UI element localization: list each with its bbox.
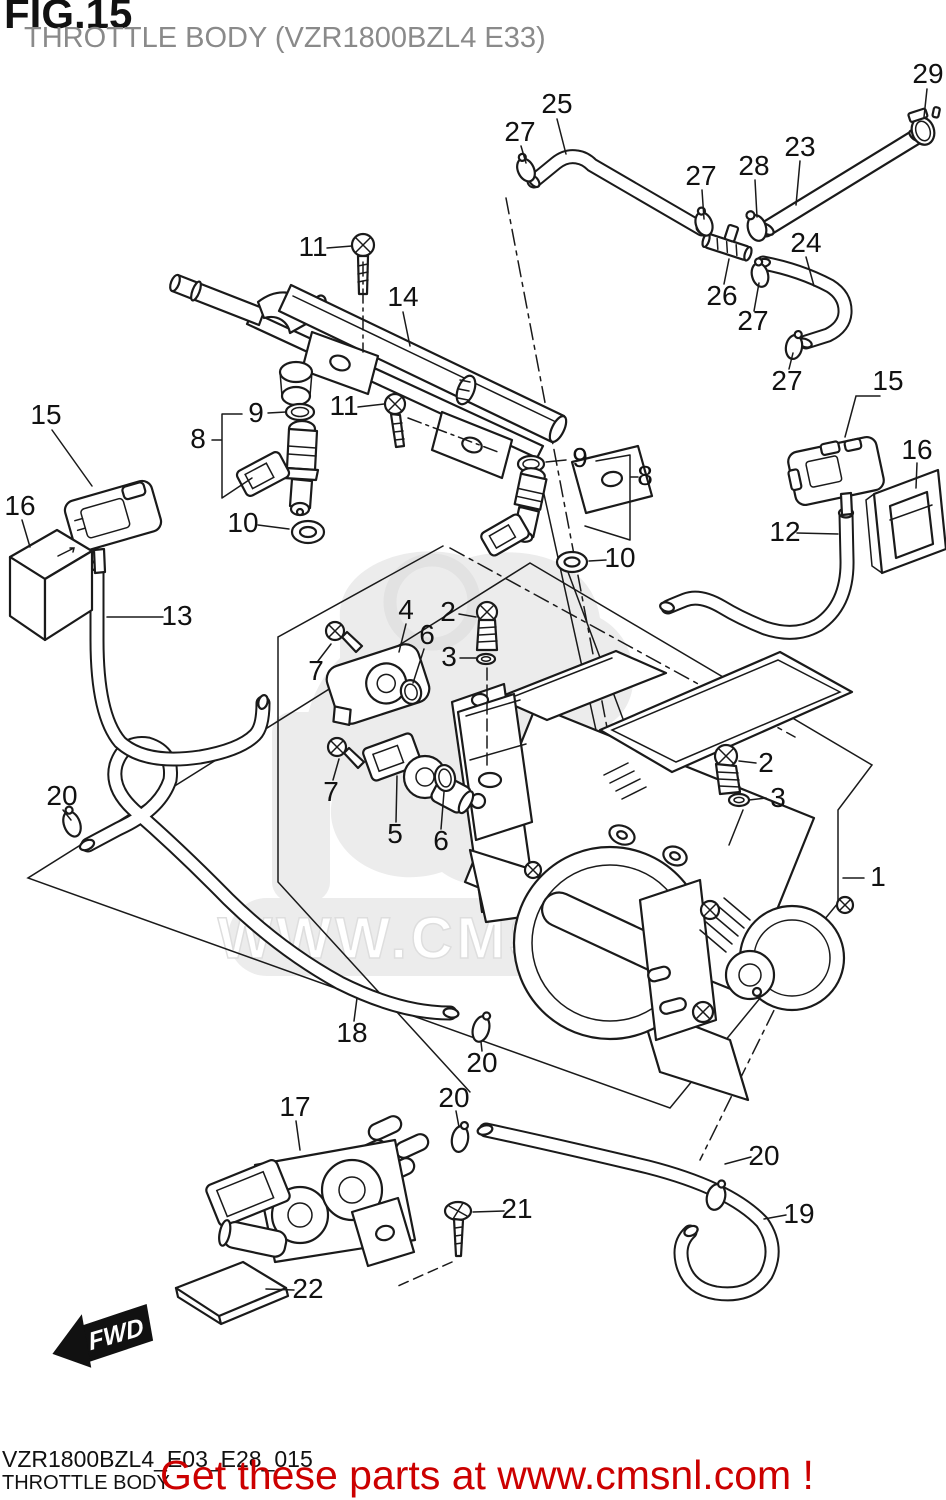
callout-21: 21 xyxy=(501,1192,533,1224)
screw-11b-drawing xyxy=(383,392,499,453)
callout-16-a: 16 xyxy=(4,489,36,521)
callout-18: 18 xyxy=(336,1016,368,1048)
sensor-left-drawing xyxy=(63,479,163,575)
fuel-rail-drawing xyxy=(169,273,654,515)
callout-27-b: 27 xyxy=(685,159,717,191)
callout-15-a: 15 xyxy=(30,398,62,430)
leader-lines xyxy=(21,88,928,1291)
injector-right-drawing xyxy=(480,454,589,574)
clamp-20c-drawing xyxy=(450,1120,470,1153)
box-left-drawing xyxy=(8,528,94,642)
callout-22: 22 xyxy=(292,1272,324,1304)
callout-3-b: 3 xyxy=(770,781,786,813)
hose-25-drawing xyxy=(526,149,711,237)
callout-16-b: 16 xyxy=(901,433,933,465)
hose-19-drawing xyxy=(476,1122,780,1302)
callout-6-b: 6 xyxy=(433,824,449,856)
clamp-20b-drawing xyxy=(471,1011,492,1043)
throttle-body-drawing xyxy=(325,643,855,1102)
callout-20-c: 20 xyxy=(438,1081,470,1113)
figure-number: FIG.15 xyxy=(4,0,133,37)
clamp-28-drawing xyxy=(745,210,768,242)
callout-1: 1 xyxy=(870,860,886,892)
callout-7-b: 7 xyxy=(323,775,339,807)
callout-25: 25 xyxy=(541,87,573,119)
footer-promo-text: Get these parts at www.cmsnl.com ! xyxy=(160,1452,814,1498)
callout-2-a: 2 xyxy=(440,595,456,627)
footer-model-name: THROTTLE BODY xyxy=(2,1472,170,1494)
callout-8-b: 8 xyxy=(637,459,653,491)
clamp-20a-drawing xyxy=(62,805,82,838)
hose-13-drawing xyxy=(88,559,271,767)
callout-28: 28 xyxy=(738,149,770,181)
valve-17-drawing xyxy=(205,1115,430,1268)
callout-3-a: 3 xyxy=(441,640,457,672)
callout-10-a: 10 xyxy=(227,506,259,538)
screw-11a-drawing xyxy=(350,232,376,353)
callout-4: 4 xyxy=(398,593,414,625)
callout-27-a: 27 xyxy=(504,115,536,147)
callout-11-a: 11 xyxy=(298,230,328,262)
clamp-29-drawing xyxy=(907,106,941,146)
callout-10-b: 10 xyxy=(604,541,636,573)
hose-18-drawing xyxy=(78,735,460,1021)
hose-12-drawing xyxy=(659,506,855,640)
callout-13: 13 xyxy=(161,599,193,631)
screw-2a-drawing xyxy=(475,600,499,769)
screw-7a-drawing xyxy=(324,620,364,654)
sensor-4-drawing xyxy=(325,643,431,726)
figure-title: THROTTLE BODY (VZR1800BZL4 E33) xyxy=(24,22,546,54)
callout-12: 12 xyxy=(769,515,801,547)
callout-7-a: 7 xyxy=(308,654,324,686)
callout-24: 24 xyxy=(790,226,822,258)
callout-27-c: 27 xyxy=(737,304,769,336)
screw-21-drawing xyxy=(397,1200,473,1287)
callout-20-a: 20 xyxy=(46,779,78,811)
callout-15-b: 15 xyxy=(872,364,904,396)
callout-19: 19 xyxy=(783,1197,815,1229)
callout-2-b: 2 xyxy=(758,746,774,778)
callout-20-d: 20 xyxy=(748,1139,780,1171)
injector-left-drawing xyxy=(235,402,326,545)
callout-11-b: 11 xyxy=(329,389,359,421)
valve-5-drawing xyxy=(362,732,475,815)
pad-22-drawing xyxy=(174,1260,290,1326)
clamp-27c-drawing xyxy=(750,257,770,288)
callout-5: 5 xyxy=(387,817,403,849)
callout-17: 17 xyxy=(279,1090,311,1122)
callout-8-a: 8 xyxy=(190,422,206,454)
sensor-right-drawing xyxy=(787,435,885,517)
clamp-27a-drawing xyxy=(516,152,536,183)
callout-14: 14 xyxy=(387,280,419,312)
clamp-20d-drawing xyxy=(705,1179,727,1211)
callout-29: 29 xyxy=(912,57,944,89)
callout-26: 26 xyxy=(706,279,738,311)
fwd-arrow: FWD xyxy=(52,1303,154,1368)
gasket-3a-drawing xyxy=(475,652,497,666)
callout-9-b: 9 xyxy=(572,441,588,473)
callout-9-a: 9 xyxy=(248,396,264,428)
screw-7b-drawing xyxy=(326,736,366,770)
footer-diagram-code: VZR1800BZL4_E03_E28_015 xyxy=(2,1446,313,1472)
clamp-27d-drawing xyxy=(784,329,804,360)
callout-6-a: 6 xyxy=(419,618,435,650)
tee-joint-26-drawing xyxy=(701,223,753,262)
hose-23-drawing xyxy=(757,128,926,238)
callout-27-d: 27 xyxy=(771,364,803,396)
gasket-3b-drawing xyxy=(727,792,751,808)
callout-20-b: 20 xyxy=(466,1046,498,1078)
callout-23: 23 xyxy=(784,130,816,162)
